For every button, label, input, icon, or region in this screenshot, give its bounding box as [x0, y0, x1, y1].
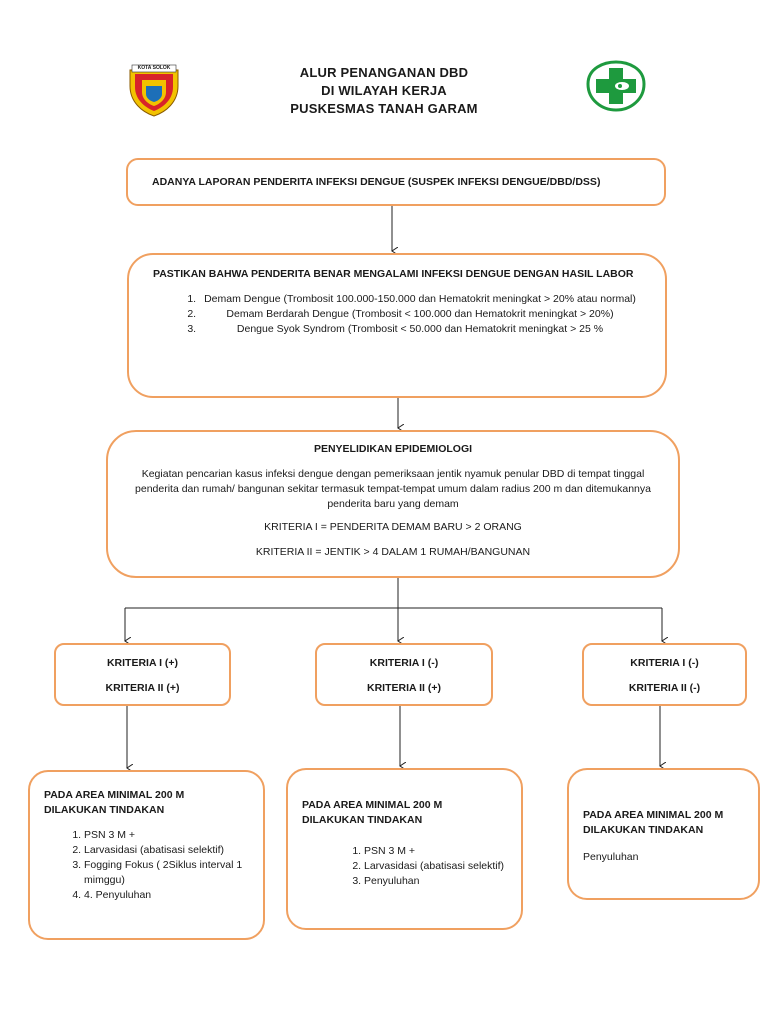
branch-1-action-box: PADA AREA MINIMAL 200 M DILAKUKAN TINDAK…: [28, 770, 265, 940]
action-item: Larvasidasi (abatisasi selektif): [364, 859, 507, 874]
step-report-text: ADANYA LAPORAN PENDERITA INFEKSI DENGUE …: [152, 175, 601, 188]
branch-2-action-box: PADA AREA MINIMAL 200 M DILAKUKAN TINDAK…: [286, 768, 523, 930]
branch-2-action-heading: PADA AREA MINIMAL 200 M DILAKUKAN TINDAK…: [302, 799, 443, 826]
step-report-box: ADANYA LAPORAN PENDERITA INFEKSI DENGUE …: [126, 158, 666, 206]
action-item: Penyuluhan: [364, 874, 507, 889]
branch-3-criteria-2: KRITERIA II (-): [628, 682, 701, 694]
branch-2-criteria-box: KRITERIA I (-) KRITERIA II (+): [315, 643, 493, 706]
kota-solok-crest-icon: KOTA SOLOK: [124, 62, 184, 118]
lab-criteria-list: Demam Dengue (Trombosit 100.000-150.000 …: [153, 292, 641, 337]
branch-3-action-heading: PADA AREA MINIMAL 200 M DILAKUKAN TINDAK…: [583, 809, 724, 836]
lab-criteria-item: Demam Berdarah Dengue (Trombosit < 100.0…: [199, 307, 641, 322]
criteria-1-definition: KRITERIA I = PENDERITA DEMAM BARU > 2 OR…: [264, 521, 522, 533]
branch-1-action-heading: PADA AREA MINIMAL 200 M DILAKUKAN TINDAK…: [44, 789, 185, 816]
page-title: ALUR PENANGANAN DBD DI WILAYAH KERJA PUS…: [230, 64, 538, 118]
epidemiology-heading: PENYELIDIKAN EPIDEMIOLOGI: [313, 443, 473, 455]
crest-label: KOTA SOLOK: [137, 65, 171, 71]
action-item: PSN 3 M +: [364, 844, 507, 859]
branch-1-criteria-box: KRITERIA I (+) KRITERIA II (+): [54, 643, 231, 706]
branch-3-criteria-1: KRITERIA I (-): [630, 657, 699, 669]
branch-1-criteria-2: KRITERIA II (+): [105, 682, 180, 694]
criteria-2-definition: KRITERIA II = JENTIK > 4 DALAM 1 RUMAH/B…: [255, 546, 531, 558]
branch-2-criteria-1: KRITERIA I (-): [369, 657, 439, 669]
step-epidemiology-box: PENYELIDIKAN EPIDEMIOLOGI Kegiatan penca…: [106, 430, 680, 578]
branch-3-action-box: PADA AREA MINIMAL 200 M DILAKUKAN TINDAK…: [567, 768, 760, 900]
title-line-1: ALUR PENANGANAN DBD: [299, 65, 469, 80]
branch-2-action-list: PSN 3 M + Larvasidasi (abatisasi selekti…: [302, 844, 507, 889]
epidemiology-description: Kegiatan pencarian kasus infeksi dengue …: [135, 468, 651, 510]
action-item: PSN 3 M +: [84, 828, 249, 843]
lab-criteria-item: Demam Dengue (Trombosit 100.000-150.000 …: [199, 292, 641, 307]
lab-criteria-item: Dengue Syok Syndrom (Trombosit < 50.000 …: [199, 322, 641, 337]
branch-2-criteria-2: KRITERIA II (+): [367, 682, 441, 694]
puskesmas-cross-icon: [584, 60, 648, 112]
branch-1-criteria-1: KRITERIA I (+): [106, 657, 179, 669]
action-item: Fogging Fokus ( 2Siklus interval 1 mimgg…: [84, 858, 249, 888]
action-item: Larvasidasi (abatisasi selektif): [84, 843, 249, 858]
step-lab-confirm-box: PASTIKAN BAHWA PENDERITA BENAR MENGALAMI…: [127, 253, 667, 398]
title-line-3: PUSKESMAS TANAH GARAM: [290, 101, 478, 116]
title-line-2: DI WILAYAH KERJA: [321, 83, 447, 98]
action-item: 4. Penyuluhan: [84, 888, 249, 903]
branch-3-criteria-box: KRITERIA I (-) KRITERIA II (-): [582, 643, 747, 706]
branch-3-action-text: Penyuluhan: [583, 851, 639, 863]
step-lab-heading: PASTIKAN BAHWA PENDERITA BENAR MENGALAMI…: [153, 268, 634, 280]
branch-1-action-list: PSN 3 M + Larvasidasi (abatisasi selekti…: [44, 828, 249, 903]
